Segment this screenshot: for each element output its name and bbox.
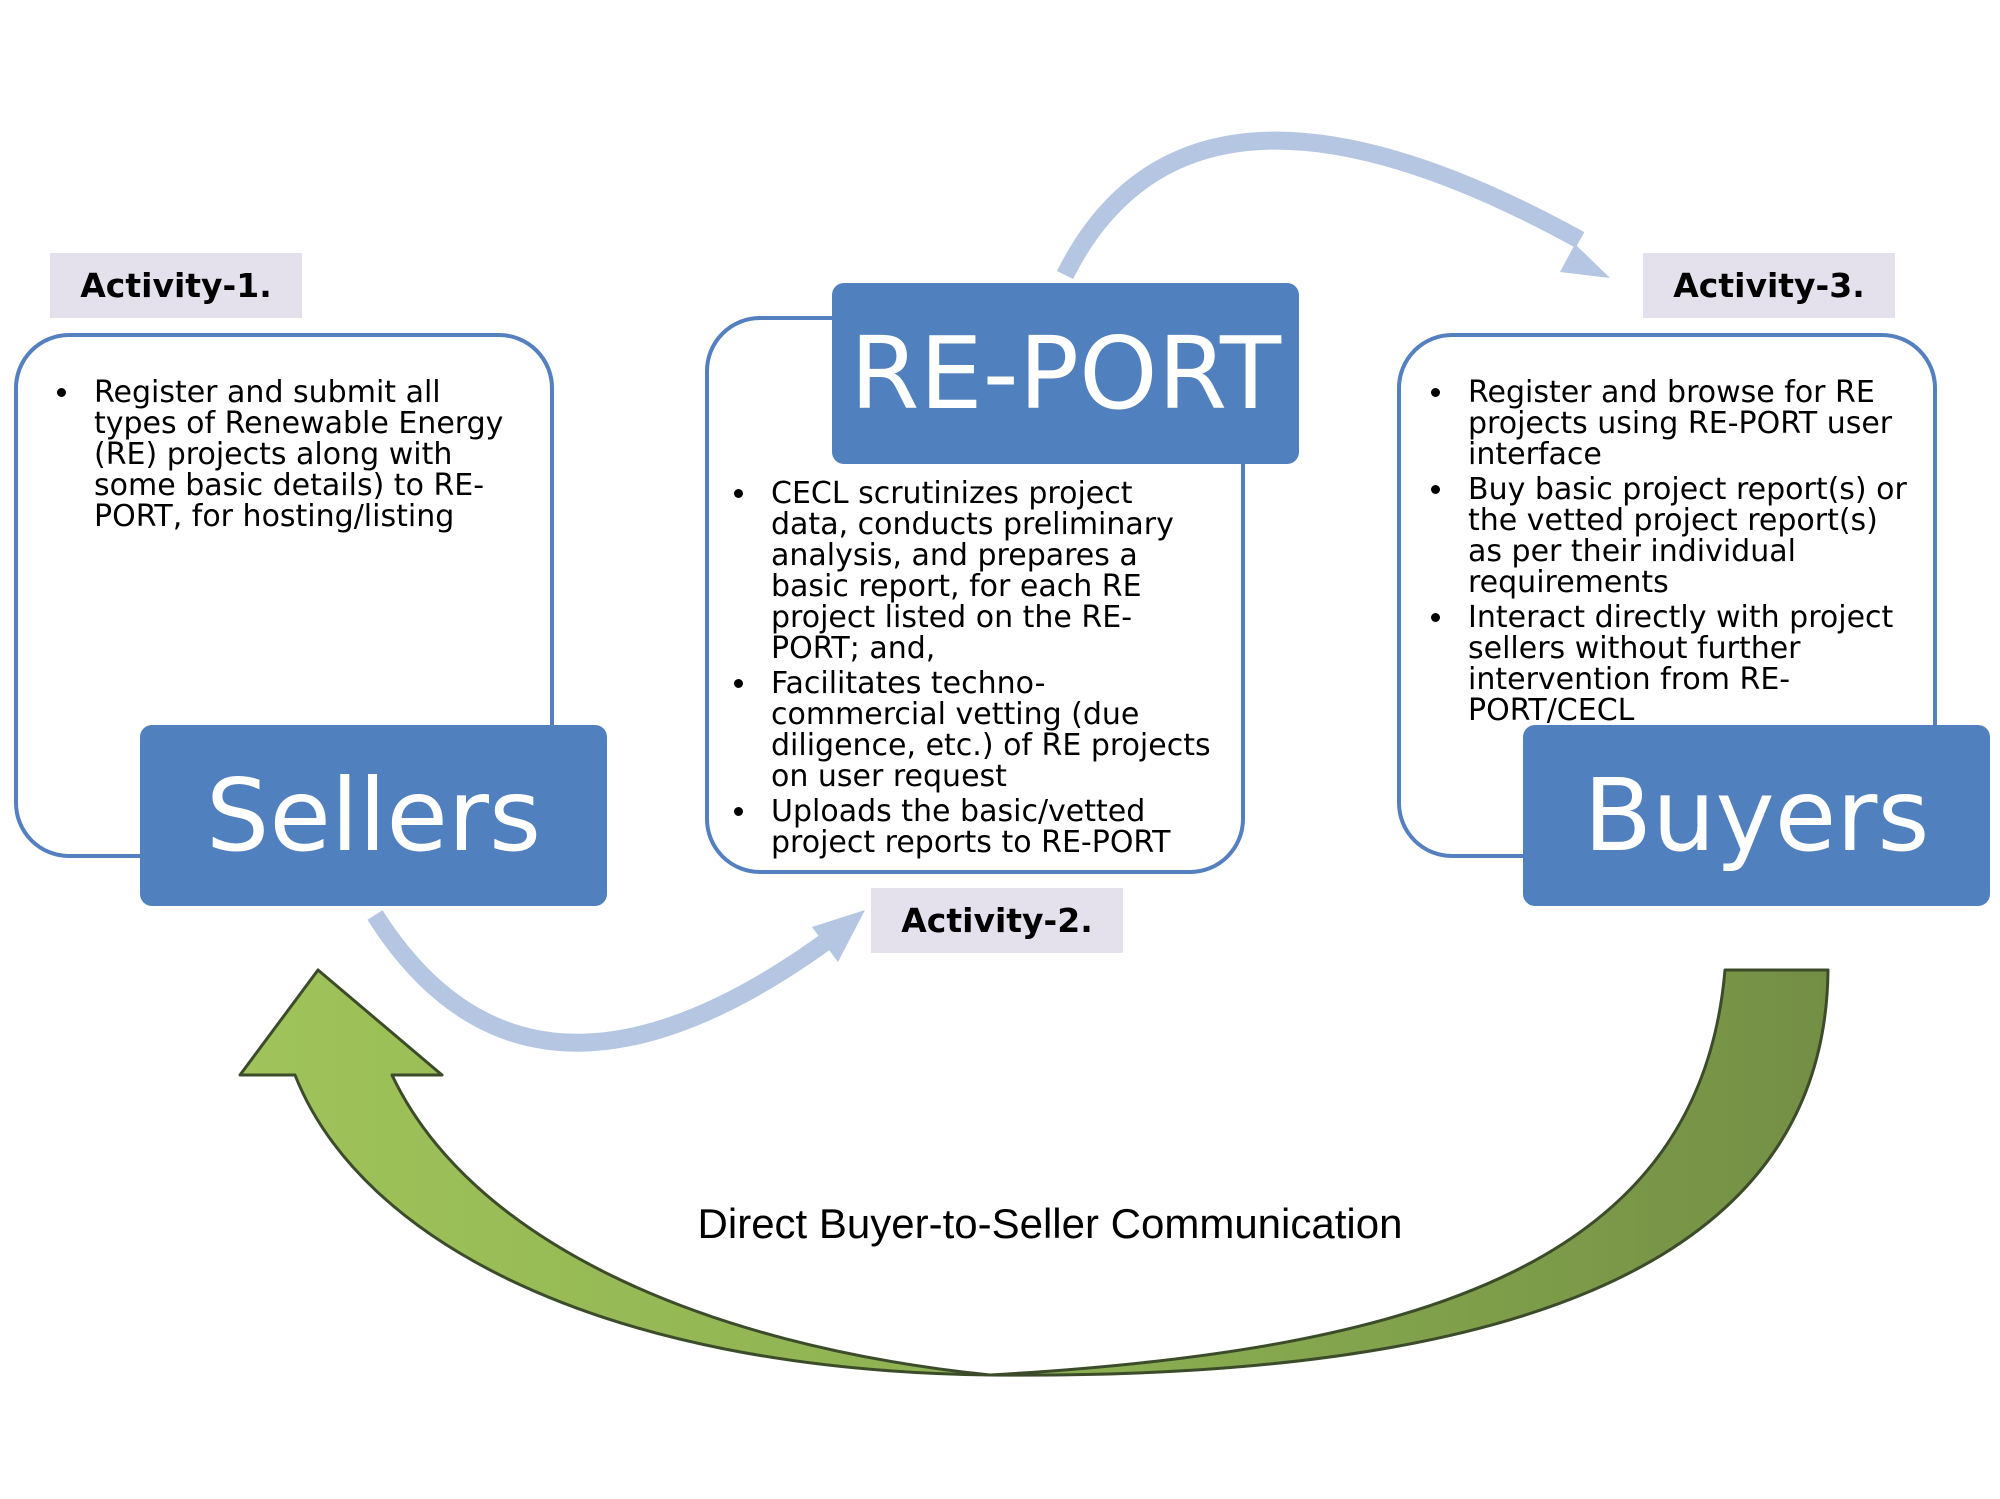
activity-2-label: Activity-2.	[871, 888, 1123, 953]
buyers-item: Interact directly with project sellers w…	[1456, 602, 1908, 726]
sellers-to-report-arrow	[367, 910, 841, 1052]
sellers-node: Sellers	[140, 725, 607, 906]
buyers-node: Buyers	[1523, 725, 1990, 906]
report-node: RE-PORT	[832, 283, 1299, 464]
sellers-item: Register and submit all types of Renewab…	[82, 377, 510, 532]
report-item: Facilitates techno-commercial vetting (d…	[759, 668, 1216, 792]
sellers-to-report-arrowhead	[812, 910, 865, 962]
report-to-buyers-arrow	[1056, 131, 1585, 280]
activity-3-label: Activity-3.	[1643, 253, 1895, 318]
activity-1-label: Activity-1.	[50, 253, 302, 318]
feedback-caption: Direct Buyer-to-Seller Communication	[697, 1200, 1403, 1247]
report-item: Uploads the basic/vetted project reports…	[759, 796, 1216, 858]
buyers-item: Register and browse for RE projects usin…	[1456, 377, 1908, 470]
buyers-item: Buy basic project report(s) or the vette…	[1456, 474, 1908, 598]
report-item: CECL scrutinizes project data, conducts …	[759, 478, 1216, 664]
sellers-panel: Register and submit all types of Renewab…	[14, 333, 554, 858]
report-to-buyers-arrowhead	[1560, 244, 1610, 278]
buyers-to-sellers-arrow	[238, 968, 1830, 1377]
